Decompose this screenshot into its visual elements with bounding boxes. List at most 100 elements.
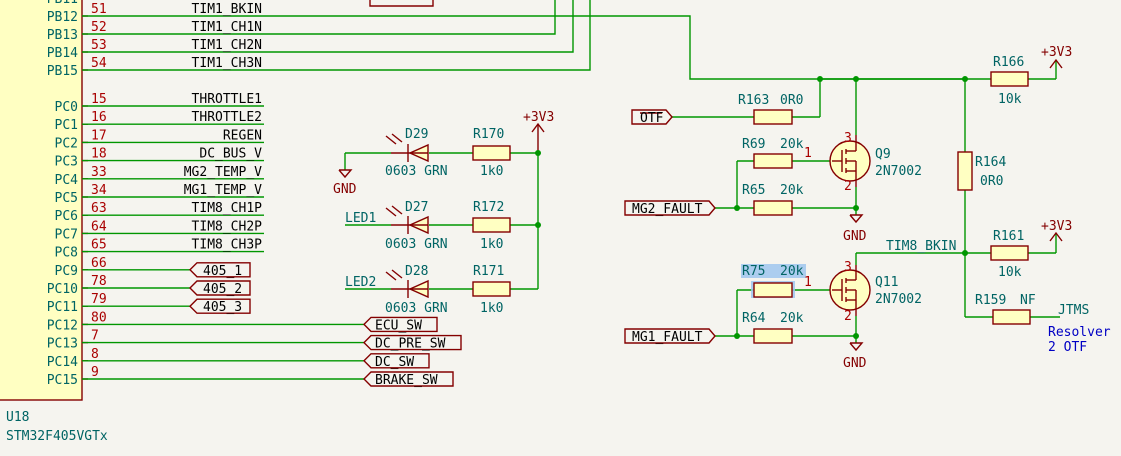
pin-net-label[interactable]: THROTTLE2: [192, 110, 262, 125]
mcu-pin-pb14[interactable]: PB14 53 TIM1_CH2N: [47, 38, 264, 61]
resistor-r161[interactable]: R161 10k: [990, 229, 1029, 280]
svg-text:+3V3: +3V3: [1041, 219, 1072, 234]
resistor-r75-selected[interactable]: R75 20k 1: [741, 264, 812, 298]
svg-text:LED2: LED2: [345, 275, 376, 290]
pin-net-label[interactable]: BRAKE_SW: [375, 373, 438, 388]
svg-text:10k: 10k: [998, 92, 1022, 107]
pin-number: 80: [91, 310, 107, 325]
pin-net-label[interactable]: TIM8_CH3P: [192, 238, 263, 253]
pin-name: PC8: [55, 246, 78, 261]
pin-name: PC13: [47, 337, 78, 352]
svg-text:+3V3: +3V3: [1041, 45, 1072, 60]
svg-text:0R0: 0R0: [980, 174, 1003, 189]
pin-number: 15: [91, 92, 107, 107]
pin-net-label[interactable]: MG2_TEMP_V: [184, 165, 262, 180]
pin-net-label[interactable]: DC_SW: [375, 355, 414, 370]
svg-text:0603 GRN: 0603 GRN: [385, 301, 448, 316]
led-d27[interactable]: D27 0603 GRN: [385, 200, 448, 252]
svg-text:Q9: Q9: [875, 147, 891, 162]
pin-net-label[interactable]: 405_2: [203, 282, 242, 297]
pin-name: PC12: [47, 318, 78, 333]
pin-name: PC14: [47, 355, 78, 370]
pin-net-label[interactable]: TIM8_CH2P: [192, 219, 263, 234]
pin-number: 17: [91, 128, 107, 143]
svg-text:LED1: LED1: [345, 211, 376, 226]
pin-net-label[interactable]: THROTTLE1: [192, 92, 262, 107]
svg-text:R159: R159: [975, 293, 1006, 308]
net-label-r9483r[interactable]: [369, 0, 434, 7]
net-tim8-bkin[interactable]: TIM8_BKIN: [886, 239, 956, 254]
pin-net-label[interactable]: 405_1: [203, 264, 242, 279]
svg-text:R163: R163: [738, 93, 769, 108]
pin-net-label[interactable]: DC_BUS_V: [199, 147, 262, 162]
resistor-r171[interactable]: R171 1k0: [472, 264, 511, 316]
pin-number: 53: [91, 38, 107, 53]
pin-name: PC15: [47, 373, 78, 388]
label-mg2-fault[interactable]: MG2_FAULT: [624, 200, 716, 217]
resistor-r170[interactable]: R170 1k0: [472, 127, 511, 179]
net-jtms[interactable]: JTMS: [1058, 303, 1089, 318]
svg-text:20k: 20k: [780, 311, 804, 326]
power-3v3-r166: +3V3: [1041, 45, 1072, 69]
pin-net-label[interactable]: TIM1_BKIN: [192, 2, 262, 17]
pin-name: PB11: [47, 0, 78, 7]
mcu-pin-pc13[interactable]: PC13 7DC_PRE_SW: [47, 329, 462, 352]
pin-net-label[interactable]: TIM1_CH2N: [192, 38, 262, 53]
pin-net-label[interactable]: ECU_SW: [375, 318, 422, 333]
pin-net-label[interactable]: DC_PRE_SW: [375, 337, 446, 352]
pin-net-label[interactable]: 405_3: [203, 300, 242, 315]
pin-name: PB15: [47, 64, 78, 79]
mcu-pin-pb11[interactable]: PB11: [47, 0, 78, 7]
resistor-r172[interactable]: R172 1k0: [472, 200, 511, 252]
resistor-r163[interactable]: R163 0R0: [738, 93, 803, 125]
resistor-r166[interactable]: R166 10k: [990, 55, 1029, 107]
pin-net-label[interactable]: TIM1_CH1N: [192, 20, 262, 35]
resistor-r69[interactable]: R69 20k 1: [742, 137, 812, 169]
svg-text:1k0: 1k0: [480, 237, 503, 252]
led-d28[interactable]: D28 0603 GRN: [385, 264, 448, 316]
svg-text:3: 3: [844, 131, 852, 146]
pin-number: 7: [91, 329, 99, 344]
pin-net-label[interactable]: MG1_TEMP_V: [184, 183, 262, 198]
gnd-q11: GND: [843, 342, 867, 371]
resistor-r64[interactable]: R64 20k: [742, 311, 804, 344]
pin-net-label[interactable]: TIM8_CH1P: [192, 201, 263, 216]
label-mg1-fault[interactable]: MG1_FAULT: [624, 328, 716, 345]
svg-text:D29: D29: [405, 127, 428, 142]
svg-text:D27: D27: [405, 200, 428, 215]
svg-text:GND: GND: [843, 356, 867, 371]
pin-net-label[interactable]: TIM1_CH3N: [192, 56, 262, 71]
pin-name: PC6: [55, 209, 78, 224]
label-otf[interactable]: OTF: [631, 109, 673, 126]
resistor-r65[interactable]: R65 20k: [742, 183, 804, 216]
mosfet-q11[interactable]: 3 2 Q11 2N7002: [829, 260, 922, 324]
pin-net-label[interactable]: REGEN: [223, 128, 262, 143]
pin-name: PB14: [47, 46, 78, 61]
resistor-r164[interactable]: R164 0R0: [957, 151, 1006, 191]
svg-text:R164: R164: [975, 155, 1006, 170]
mosfet-q9[interactable]: 3 2 Q9 2N7002: [829, 131, 922, 194]
led-d29[interactable]: D29 0603 GRN: [385, 127, 448, 179]
resistor-r159[interactable]: R159 NF: [975, 293, 1036, 325]
